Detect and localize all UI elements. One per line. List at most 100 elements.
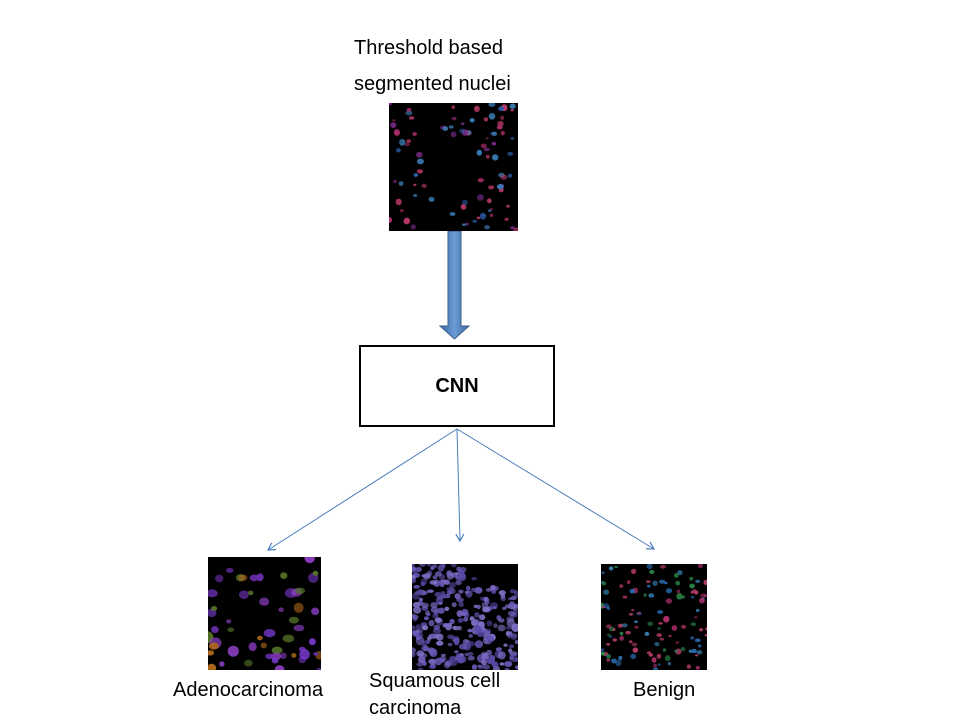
nucleus xyxy=(440,591,446,595)
nucleus xyxy=(636,611,641,615)
nucleus xyxy=(412,625,416,630)
nucleus xyxy=(481,659,487,666)
nucleus xyxy=(437,607,445,614)
nucleus xyxy=(432,627,441,634)
nucleus xyxy=(465,222,469,226)
nucleus xyxy=(459,128,465,134)
nucleus xyxy=(507,151,514,156)
nucleus xyxy=(469,118,475,123)
nucleus xyxy=(440,564,446,569)
nucleus xyxy=(630,568,637,575)
nucleus xyxy=(460,204,467,210)
input-to-cnn-arrow xyxy=(438,230,471,340)
benign-image xyxy=(601,564,707,670)
nucleus xyxy=(430,602,438,609)
nucleus xyxy=(429,580,438,585)
nucleus xyxy=(660,564,666,569)
nucleus xyxy=(601,648,605,652)
nucleus xyxy=(418,597,423,602)
nucleus xyxy=(508,631,513,635)
nucleus xyxy=(430,565,435,571)
nucleus xyxy=(299,649,310,660)
nucleus xyxy=(422,573,431,580)
nucleus xyxy=(508,648,513,653)
nucleus xyxy=(415,624,422,630)
nucleus xyxy=(443,661,451,669)
nucleus xyxy=(415,566,422,573)
nucleus xyxy=(426,564,432,567)
nucleus xyxy=(393,129,400,136)
nucleus xyxy=(694,616,698,619)
nucleus xyxy=(413,606,422,614)
nucleus xyxy=(699,628,704,632)
nucleus xyxy=(456,656,465,664)
nucleus xyxy=(477,178,484,183)
nucleus xyxy=(694,638,701,643)
nucleus xyxy=(490,584,496,591)
nucleus xyxy=(690,622,697,626)
nucleus xyxy=(676,589,681,594)
nucleus xyxy=(423,616,430,621)
nucleus xyxy=(468,634,473,638)
nucleus xyxy=(408,116,415,120)
nucleus xyxy=(227,645,239,657)
nucleus xyxy=(429,648,438,657)
nucleus xyxy=(657,663,661,666)
nucleus xyxy=(458,589,464,594)
nucleus xyxy=(416,589,424,595)
nucleus xyxy=(608,566,614,571)
nucleus xyxy=(413,194,418,197)
nucleus xyxy=(667,661,671,666)
input-title: Threshold based segmented nuclei xyxy=(354,37,511,95)
nucleus xyxy=(656,633,662,637)
nucleus xyxy=(257,635,263,641)
nucleus xyxy=(659,637,664,641)
nucleus xyxy=(436,633,444,641)
nucleus xyxy=(647,584,651,588)
nucleus xyxy=(278,607,284,612)
nucleus xyxy=(658,622,663,625)
nucleus xyxy=(698,644,702,648)
nucleus xyxy=(426,589,431,593)
nucleus xyxy=(393,179,397,184)
nucleus xyxy=(467,628,473,633)
nucleus xyxy=(488,209,492,212)
nucleus xyxy=(659,579,666,584)
nucleus xyxy=(403,217,411,225)
nucleus xyxy=(507,173,513,178)
nucleus xyxy=(456,566,462,572)
nucleus xyxy=(416,151,423,158)
nucleus xyxy=(280,652,287,659)
nucleus xyxy=(510,109,514,112)
nucleus xyxy=(434,571,442,577)
nucleus xyxy=(472,219,478,223)
nucleus xyxy=(644,631,650,636)
nucleus xyxy=(432,575,438,580)
nucleus xyxy=(675,648,682,655)
nucleus xyxy=(421,625,429,631)
nucleus xyxy=(442,126,449,131)
nucleus xyxy=(211,626,219,634)
nucleus xyxy=(673,573,679,578)
nucleus xyxy=(474,625,482,633)
nucleus xyxy=(690,636,695,640)
nucleus xyxy=(498,590,506,596)
nucleus xyxy=(456,610,464,617)
nucleus xyxy=(514,640,518,644)
nucleus xyxy=(450,564,457,568)
nucleus xyxy=(504,217,509,221)
nucleus xyxy=(434,657,443,666)
nucleus xyxy=(496,184,504,190)
nucleus xyxy=(428,196,435,202)
nucleus xyxy=(657,627,661,630)
nucleus xyxy=(467,652,474,656)
nucleus xyxy=(691,595,695,599)
nucleus xyxy=(312,570,319,576)
nucleus xyxy=(621,623,628,628)
nucleus xyxy=(495,647,502,652)
nucleus xyxy=(652,580,658,586)
nucleus xyxy=(608,635,613,638)
nucleus xyxy=(492,154,499,161)
nucleus xyxy=(430,606,439,613)
